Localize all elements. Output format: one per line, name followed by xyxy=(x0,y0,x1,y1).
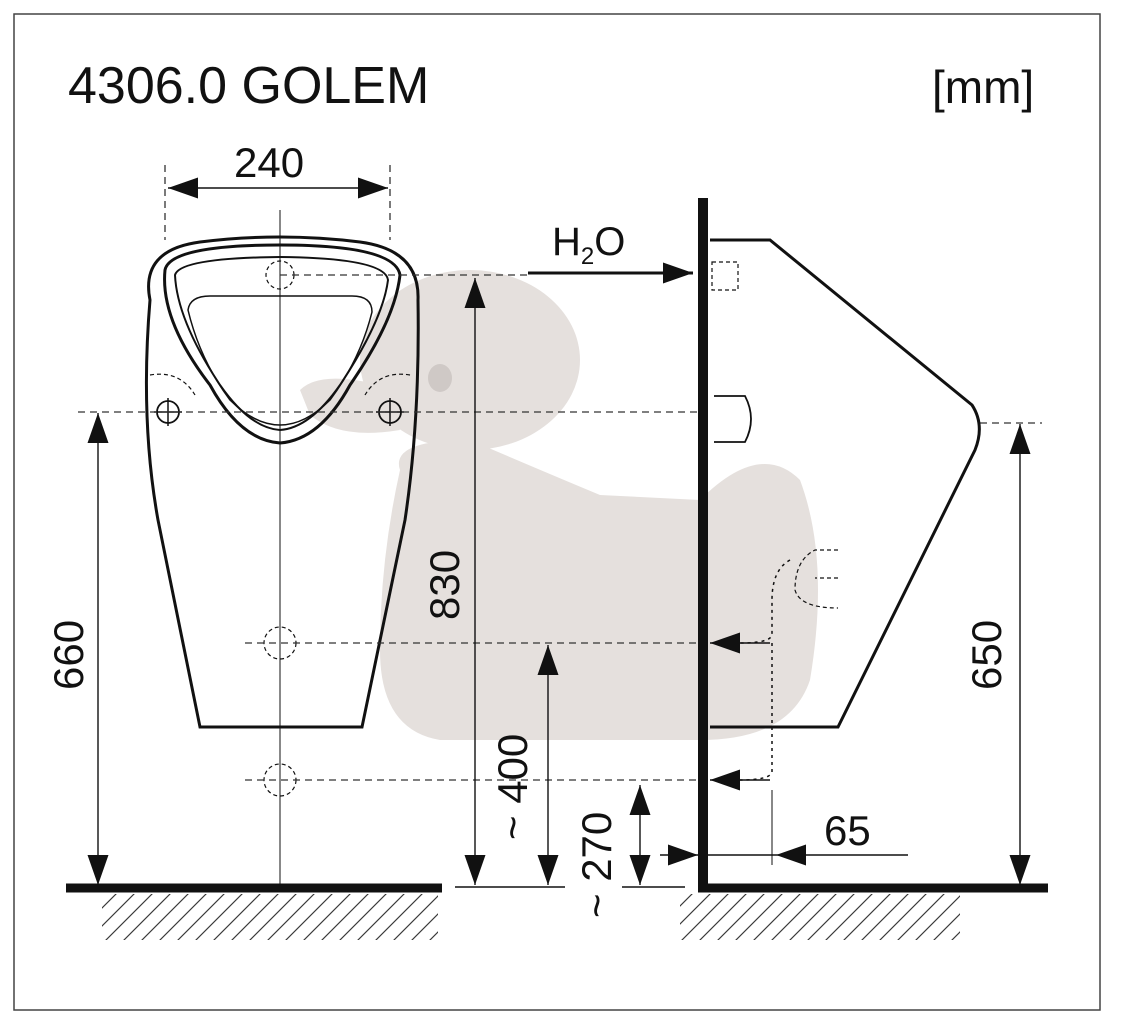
water-inlet-sub: 2 xyxy=(580,243,595,270)
dim-width-top: 240 xyxy=(234,139,305,186)
dimension-lines xyxy=(87,177,1031,888)
frame-border xyxy=(13,13,1101,1011)
side-view xyxy=(710,238,981,865)
dim-height-outlet: ~ 400 xyxy=(489,733,536,840)
front-view xyxy=(144,210,420,885)
reference-lines xyxy=(78,165,1042,781)
side-body-outline xyxy=(710,238,981,729)
dim-height-mount-left: 660 xyxy=(45,619,92,690)
dim-height-rim: 650 xyxy=(963,619,1010,690)
water-inlet-o: O xyxy=(594,220,626,264)
dim-height-inlet: 830 xyxy=(421,549,468,620)
water-inlet-label: H2O xyxy=(552,222,625,269)
floor-and-wall xyxy=(66,198,1048,940)
unit-label: [mm] xyxy=(932,61,1035,113)
dim-wall-offset: 65 xyxy=(824,807,871,854)
dim-height-outlet-low: ~ 270 xyxy=(573,811,620,918)
front-bowl xyxy=(187,295,373,426)
drawing-title: 4306.0 GOLEM xyxy=(68,57,430,115)
front-body-outline xyxy=(144,235,420,729)
water-inlet-h: H xyxy=(552,220,581,264)
